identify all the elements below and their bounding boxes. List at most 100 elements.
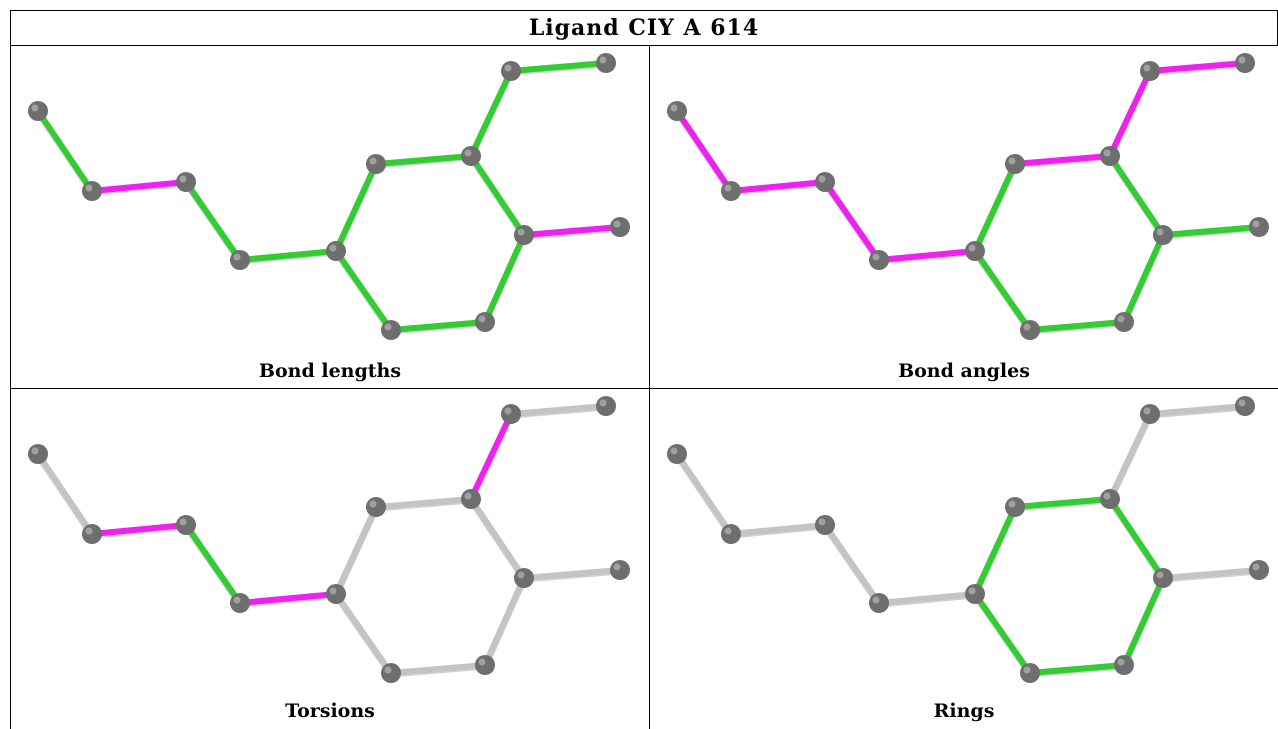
atom-0 xyxy=(28,444,48,464)
atom-9 xyxy=(514,568,534,588)
atom-6 xyxy=(1100,146,1120,166)
atom-highlight xyxy=(1252,220,1260,228)
atom-8 xyxy=(596,396,616,416)
atom-0 xyxy=(28,101,48,121)
atom-9 xyxy=(1153,225,1173,245)
bond-7-8 xyxy=(508,60,609,74)
table-border-top xyxy=(10,10,1278,11)
bond-12-4 xyxy=(972,591,1033,676)
bond-11-12 xyxy=(388,662,488,676)
bond-6-9 xyxy=(468,153,527,238)
atom-highlight xyxy=(1156,571,1164,579)
atom-highlight xyxy=(670,447,678,455)
atom-5 xyxy=(366,154,386,174)
title-divider xyxy=(10,45,1278,46)
atom-12 xyxy=(381,320,401,340)
bond-12-4 xyxy=(333,248,394,333)
atom-7 xyxy=(501,61,521,81)
bond-6-9 xyxy=(468,496,527,581)
row-divider xyxy=(10,388,1278,389)
atom-highlight xyxy=(85,527,93,535)
atom-highlight xyxy=(233,253,241,261)
atom-0 xyxy=(667,444,687,464)
bond-6-7 xyxy=(468,411,514,502)
atom-1 xyxy=(721,181,741,201)
bond-3-4 xyxy=(237,248,339,263)
atom-1 xyxy=(82,524,102,544)
atom-4 xyxy=(326,584,346,604)
atom-12 xyxy=(1020,320,1040,340)
bond-4-5 xyxy=(972,161,1018,254)
atom-highlight xyxy=(724,527,732,535)
atom-1 xyxy=(82,181,102,201)
atom-6 xyxy=(461,146,481,166)
bond-3-4 xyxy=(876,591,978,606)
atom-highlight xyxy=(329,244,337,252)
atom-1 xyxy=(721,524,741,544)
bond-6-7 xyxy=(1107,411,1153,502)
bond-6-9 xyxy=(1107,496,1166,581)
atom-highlight xyxy=(1143,407,1151,415)
atom-11 xyxy=(475,655,495,675)
bond-5-6 xyxy=(373,153,474,167)
atom-0 xyxy=(667,101,687,121)
bond-5-6 xyxy=(1012,153,1113,167)
atom-highlight xyxy=(464,149,472,157)
atom-highlight xyxy=(1238,399,1246,407)
bond-0-1 xyxy=(674,451,734,537)
bond-2-3 xyxy=(183,179,243,263)
atom-10 xyxy=(610,560,630,580)
bond-11-12 xyxy=(1027,319,1127,333)
bond-9-11 xyxy=(1121,575,1166,668)
atom-highlight xyxy=(599,56,607,64)
atom-highlight xyxy=(31,447,39,455)
caption-bond-lengths: Bond lengths xyxy=(258,360,402,382)
atom-highlight xyxy=(818,175,826,183)
atom-highlight xyxy=(724,184,732,192)
atom-3 xyxy=(869,593,889,613)
atom-3 xyxy=(869,250,889,270)
atom-10 xyxy=(610,217,630,237)
atom-4 xyxy=(965,584,985,604)
atom-highlight xyxy=(1023,666,1031,674)
bond-0-1 xyxy=(35,108,95,194)
bond-1-2 xyxy=(728,522,828,537)
bond-7-8 xyxy=(1147,403,1248,417)
atom-7 xyxy=(501,404,521,424)
molecule-bond-lengths xyxy=(28,53,630,340)
atom-4 xyxy=(965,241,985,261)
atom-highlight xyxy=(517,571,525,579)
atom-11 xyxy=(475,312,495,332)
bond-5-6 xyxy=(373,496,474,510)
atom-highlight xyxy=(1103,492,1111,500)
bond-1-2 xyxy=(728,179,828,194)
atom-11 xyxy=(1114,655,1134,675)
atom-8 xyxy=(1235,53,1255,73)
atom-highlight xyxy=(464,492,472,500)
atom-8 xyxy=(596,53,616,73)
bond-1-2 xyxy=(89,179,189,194)
atom-highlight xyxy=(504,64,512,72)
bond-9-11 xyxy=(482,232,527,325)
caption-bond-angles: Bond angles xyxy=(898,360,1030,382)
bond-5-6 xyxy=(1012,496,1113,510)
atom-9 xyxy=(1153,568,1173,588)
atom-highlight xyxy=(85,184,93,192)
atom-highlight xyxy=(613,220,621,228)
atom-highlight xyxy=(599,399,607,407)
bond-12-4 xyxy=(333,591,394,676)
bond-7-8 xyxy=(508,403,609,417)
atom-highlight xyxy=(1117,658,1125,666)
atom-8 xyxy=(1235,396,1255,416)
bond-11-12 xyxy=(1027,662,1127,676)
atom-highlight xyxy=(1156,228,1164,236)
molecule-bond-angles xyxy=(667,53,1269,340)
atom-6 xyxy=(1100,489,1120,509)
atom-highlight xyxy=(384,323,392,331)
caption-rings: Rings xyxy=(933,700,995,722)
atom-highlight xyxy=(369,157,377,165)
page-title: Ligand CIY A 614 xyxy=(528,15,760,41)
atom-10 xyxy=(1249,560,1269,580)
atom-highlight xyxy=(504,407,512,415)
atom-highlight xyxy=(1238,56,1246,64)
